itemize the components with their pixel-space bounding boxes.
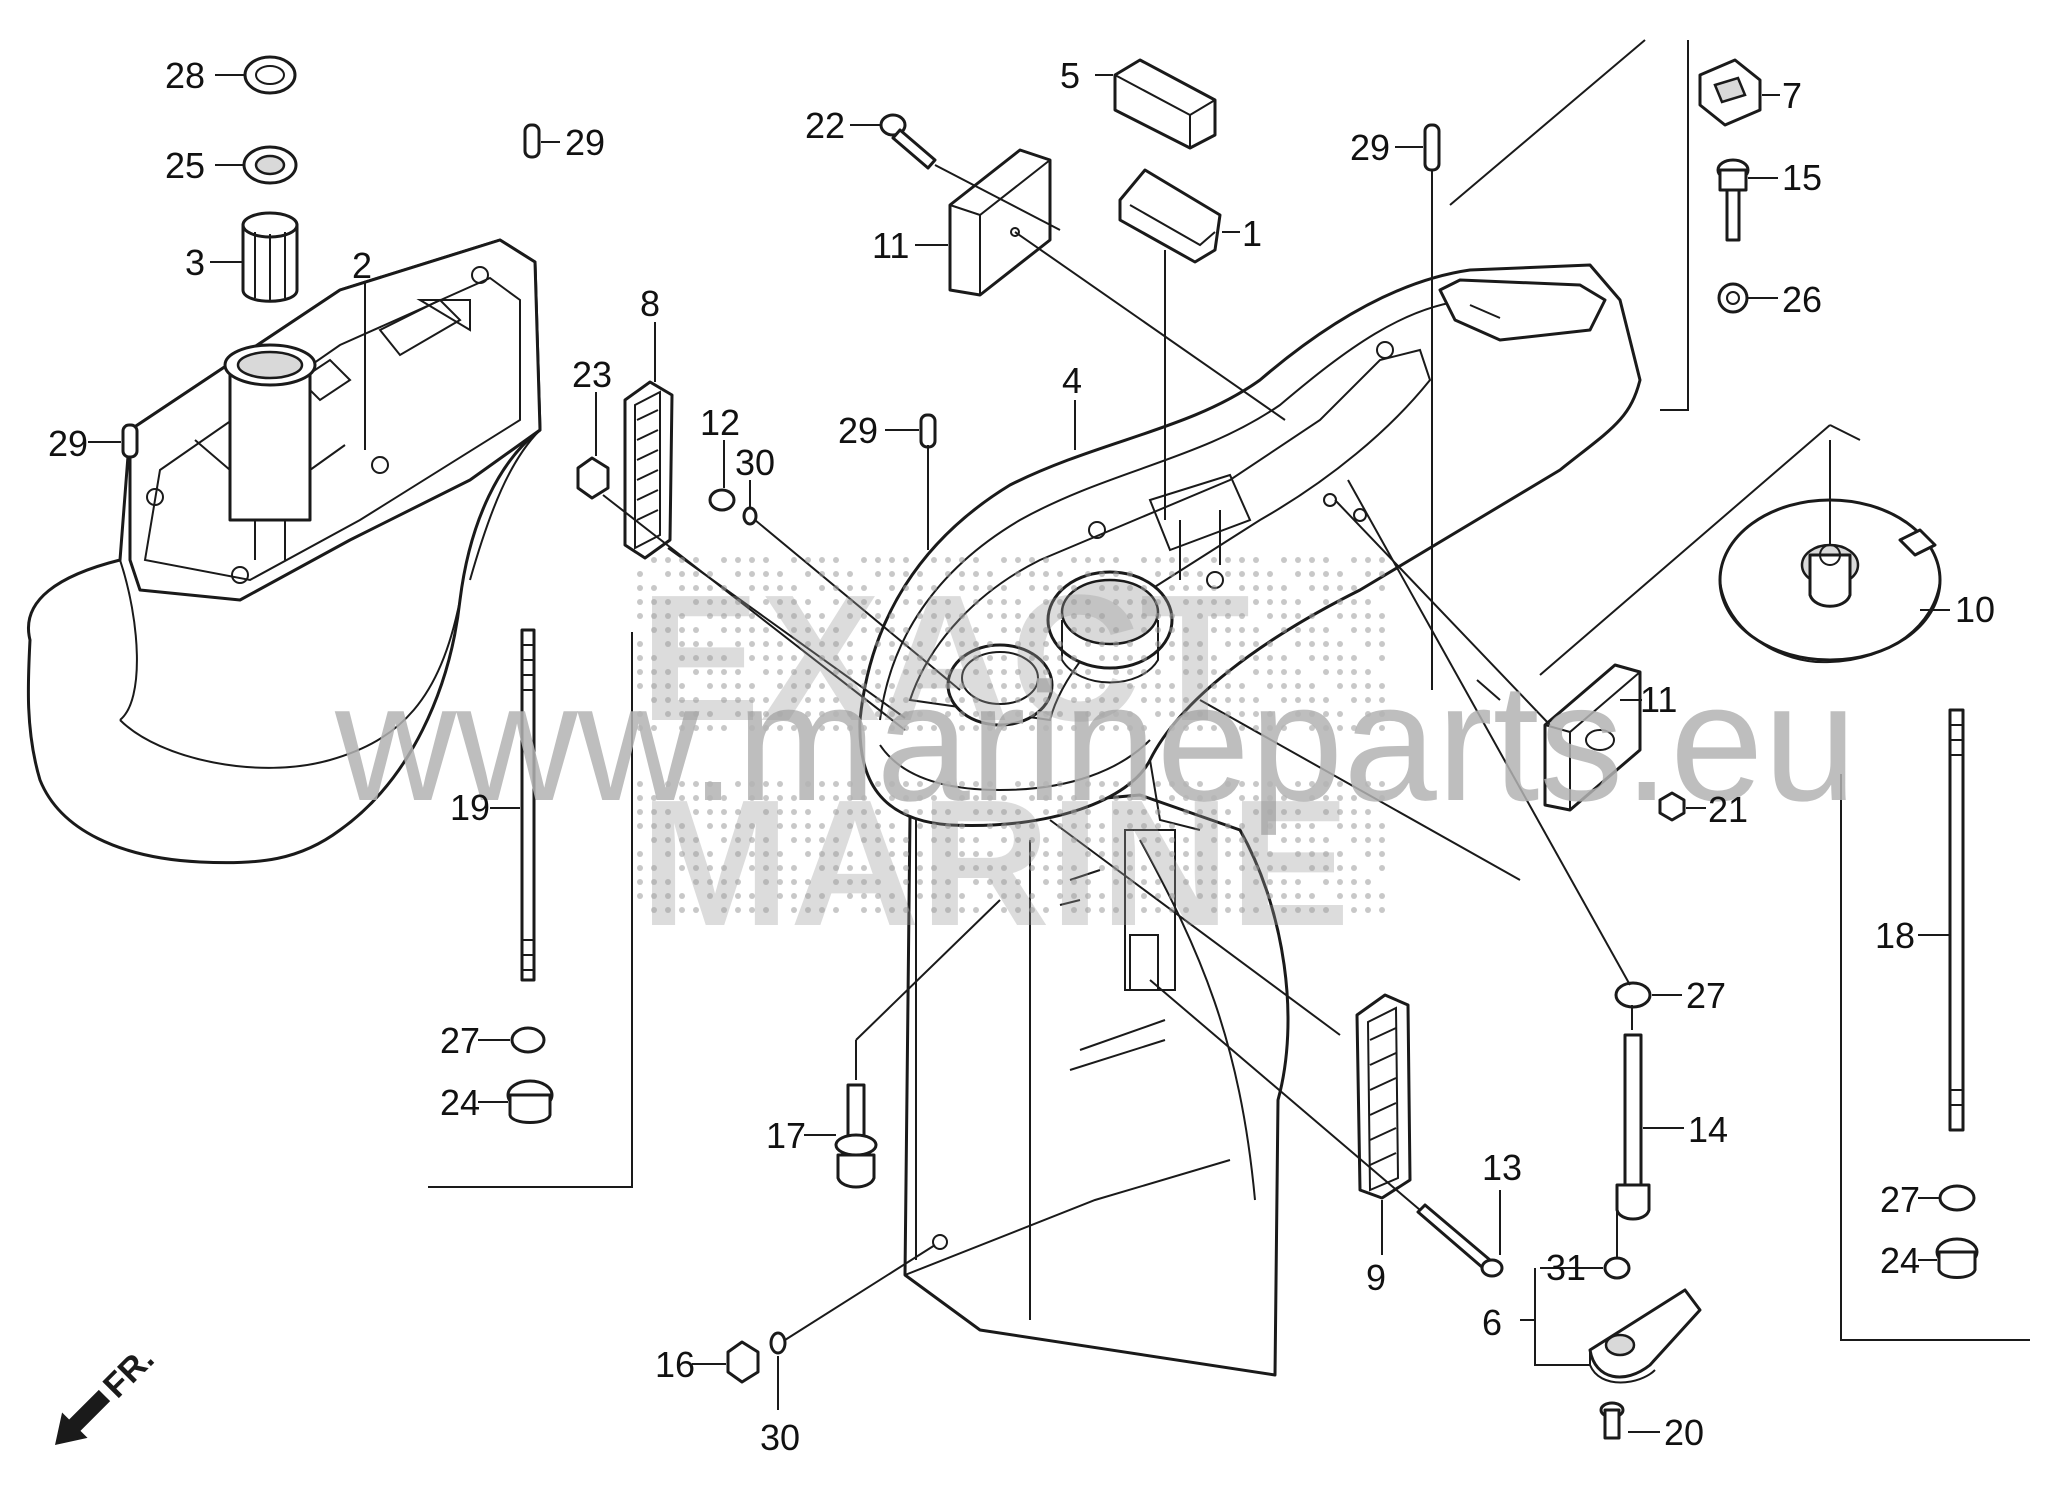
callout-mount-2: 2 — [352, 245, 372, 286]
callout-stud-19: 19 — [450, 787, 490, 828]
bushing-part-3 — [241, 211, 299, 303]
callout-bolt-22: 22 — [805, 105, 845, 146]
washer-part-27-c — [1938, 1184, 1976, 1212]
nut-part-24-b — [1935, 1237, 1979, 1279]
plug-part-12 — [708, 488, 736, 512]
gear-case-part-4 — [858, 263, 1642, 1377]
callout-washer-27: 27 — [1880, 1179, 1920, 1220]
callout-gear-case-4: 4 — [1062, 360, 1082, 401]
bolt-part-14 — [1615, 1033, 1651, 1221]
callout-washer-31: 31 — [1546, 1247, 1586, 1288]
callout-anode-6: 6 — [1482, 1302, 1502, 1343]
cap-part-7 — [1698, 58, 1762, 127]
callout-washer-30: 30 — [735, 442, 775, 483]
callout-screw-13: 13 — [1482, 1147, 1522, 1188]
callout-plate-11: 11 — [1640, 679, 1677, 720]
callout-seal-25: 25 — [165, 145, 205, 186]
callout-plug-12: 12 — [700, 402, 740, 443]
plate-part-11-a — [948, 148, 1052, 297]
seal-strip-part-1 — [1118, 168, 1222, 264]
watermark: www.marineparts.eu EXACT MARINE — [334, 557, 1857, 964]
callout-screw-15: 15 — [1782, 157, 1822, 198]
callout-nut-24: 24 — [440, 1082, 480, 1123]
callout-washer-27: 27 — [440, 1020, 480, 1061]
leader-lines — [88, 39, 2030, 1433]
callout-screen-9: 9 — [1366, 1257, 1386, 1298]
callout-ring-28: 28 — [165, 55, 205, 96]
callout-nut-23: 23 — [572, 354, 612, 395]
callout-dowel-pin-29: 29 — [48, 423, 88, 464]
front-direction-label: FR. — [96, 1340, 162, 1406]
dowel-pin-part-29-b — [121, 423, 139, 459]
callout-screen-8: 8 — [640, 283, 660, 324]
plate-part-11-b — [1543, 663, 1642, 812]
callout-cover-10: 10 — [1955, 589, 1995, 630]
bolt-part-22 — [879, 113, 937, 170]
screen-part-8 — [623, 380, 674, 560]
callout-dowel-pin-29: 29 — [1350, 127, 1390, 168]
nut-part-21 — [1658, 791, 1686, 822]
callout-plate-11: 11 — [872, 225, 909, 266]
callout-nut-24: 24 — [1880, 1240, 1920, 1281]
dowel-pin-part-29-a — [523, 123, 541, 159]
ring-part-28 — [243, 55, 297, 95]
callout-bolt-17: 17 — [766, 1115, 806, 1156]
watermark-logo-top: EXACT — [640, 558, 1250, 759]
watermark-logo-bottom: MARINE — [640, 763, 1350, 964]
nut-part-23 — [576, 456, 610, 500]
bolt-part-20 — [1599, 1401, 1625, 1440]
callout-nut-16: 16 — [655, 1344, 695, 1385]
anode-part-6 — [1588, 1288, 1702, 1384]
cover-part-10 — [1718, 498, 1942, 664]
screen-part-9 — [1355, 993, 1412, 1200]
callout-block-5: 5 — [1060, 55, 1080, 96]
callout-bolt-14: 14 — [1688, 1109, 1728, 1150]
callout-stud-18: 18 — [1875, 915, 1915, 956]
front-arrow-icon — [55, 1389, 111, 1445]
nut-part-16 — [726, 1340, 760, 1384]
washer-part-27-a — [510, 1026, 546, 1054]
callout-washer-26: 26 — [1782, 279, 1822, 320]
washer-part-31 — [1603, 1256, 1631, 1280]
callout-washer-27: 27 — [1686, 975, 1726, 1016]
washer-part-30-b — [769, 1331, 787, 1355]
callout-bushing-3: 3 — [185, 242, 205, 283]
screw-part-15 — [1716, 158, 1750, 242]
stud-part-18 — [1948, 708, 1965, 1132]
washer-part-27-b — [1614, 981, 1652, 1009]
screw-part-13 — [1416, 1203, 1504, 1278]
callout-bolt-20: 20 — [1664, 1412, 1704, 1453]
washer-part-26 — [1717, 282, 1749, 314]
callout-dowel-pin-29: 29 — [565, 122, 605, 163]
stud-part-19 — [520, 628, 536, 982]
dowel-pin-part-29-d — [1423, 123, 1441, 172]
front-direction-indicator: FR. — [55, 1340, 162, 1445]
watermark-url: www.marineparts.eu — [334, 648, 1857, 836]
nut-part-24-a — [506, 1079, 554, 1124]
callout-washer-30: 30 — [760, 1417, 800, 1458]
seal-part-25 — [242, 145, 298, 185]
callout-cap-7: 7 — [1782, 75, 1802, 116]
block-part-5 — [1113, 58, 1217, 150]
mount-part-2 — [26, 238, 542, 865]
callout-seal-strip-1: 1 — [1242, 213, 1262, 254]
callout-nut-21: 21 — [1708, 789, 1748, 830]
washer-part-30-a — [742, 506, 758, 526]
dowel-pin-part-29-c — [919, 413, 937, 449]
callout-dowel-pin-29: 29 — [838, 410, 878, 451]
bolt-part-17 — [834, 1083, 878, 1189]
